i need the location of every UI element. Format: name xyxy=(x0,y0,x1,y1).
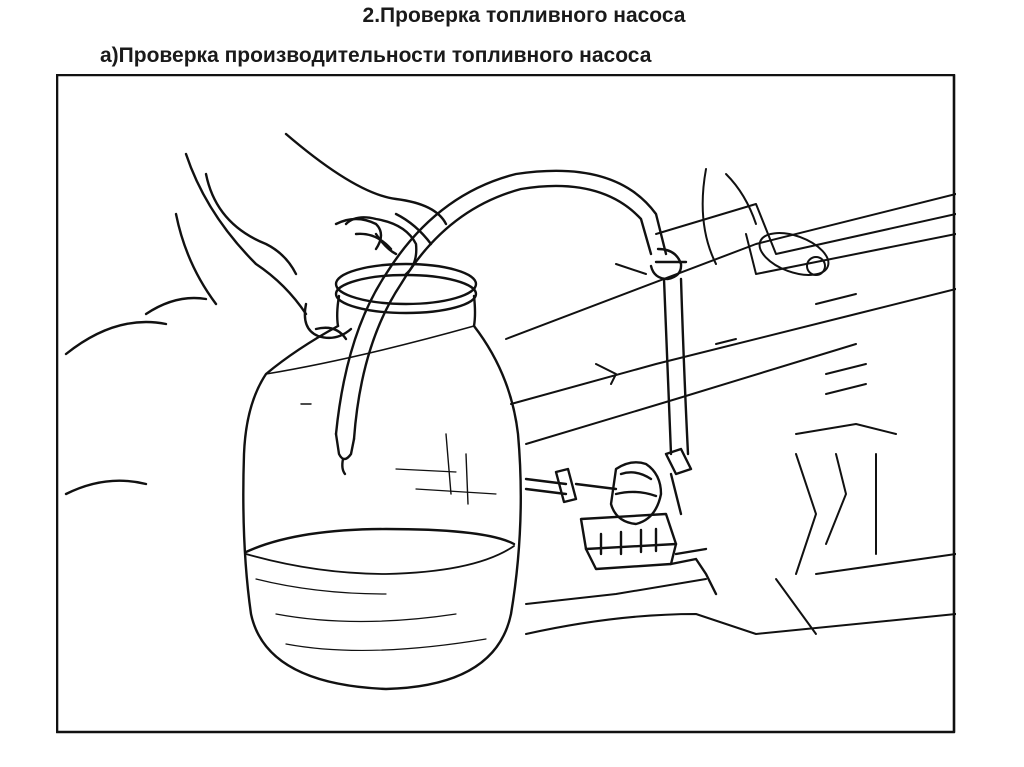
hand-icon xyxy=(64,132,448,496)
slide-heading: 2.Проверка топливного насоса xyxy=(362,4,686,27)
slide-subheading: а)Проверка производительности топливного… xyxy=(100,44,652,67)
glass-jar-icon xyxy=(242,216,522,691)
fuel-pump-test-illustration xyxy=(56,74,956,734)
illustration-frame xyxy=(56,74,956,734)
engine-block-icon xyxy=(505,168,956,635)
fuel-hose-icon xyxy=(334,169,690,476)
fuel-pump-icon xyxy=(524,447,718,596)
